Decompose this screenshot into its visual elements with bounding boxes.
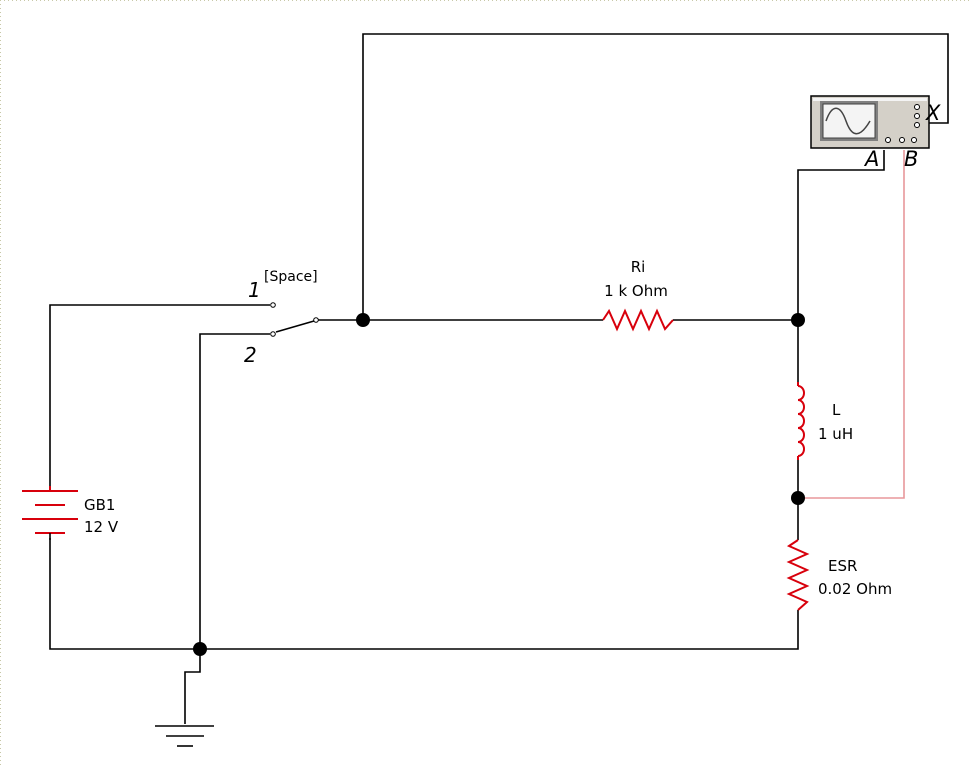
inductor-l[interactable] xyxy=(797,382,805,460)
junction-top-right xyxy=(791,313,805,327)
spdt-switch[interactable] xyxy=(270,302,319,337)
scope-terminal-x: X xyxy=(925,101,941,125)
ri-name: Ri xyxy=(631,258,646,276)
scope-terminal-a: A xyxy=(863,147,879,171)
wire-pos2-to-ground[interactable] xyxy=(199,333,270,649)
switch-pos1-label: 1 xyxy=(248,278,261,302)
switch-pos2-label: 2 xyxy=(244,343,257,367)
battery-value: 12 V xyxy=(84,518,119,536)
battery-name: GB1 xyxy=(84,496,115,514)
l-value: 1 uH xyxy=(818,425,853,443)
scope-terminal-b: B xyxy=(904,147,918,171)
esr-name: ESR xyxy=(828,557,857,575)
l-name: L xyxy=(832,401,841,419)
wire-scope-b[interactable] xyxy=(798,150,905,499)
resistor-ri[interactable] xyxy=(602,308,674,332)
switch-key-label: [Space] xyxy=(264,269,318,285)
esr-value: 0.02 Ohm xyxy=(818,580,892,598)
wire-scope-a[interactable] xyxy=(797,150,885,320)
junction-ground xyxy=(193,642,207,656)
top-border xyxy=(0,0,970,1)
left-border xyxy=(0,0,1,766)
junction-switch xyxy=(356,313,370,327)
resistor-esr[interactable] xyxy=(786,539,810,611)
wire-ground-bus[interactable] xyxy=(49,533,799,650)
wire-battery-to-pos1[interactable] xyxy=(49,304,270,490)
ri-value: 1 k Ohm xyxy=(604,282,668,300)
ground-icon xyxy=(155,725,214,747)
wire-to-ground[interactable] xyxy=(184,649,201,724)
sine-wave-icon xyxy=(825,107,871,135)
oscilloscope-xsc[interactable] xyxy=(810,95,930,149)
junction-mid-right xyxy=(791,491,805,505)
battery-gb1[interactable] xyxy=(20,486,80,538)
wire-scope-x[interactable] xyxy=(362,33,949,320)
bottom-border xyxy=(0,763,970,764)
